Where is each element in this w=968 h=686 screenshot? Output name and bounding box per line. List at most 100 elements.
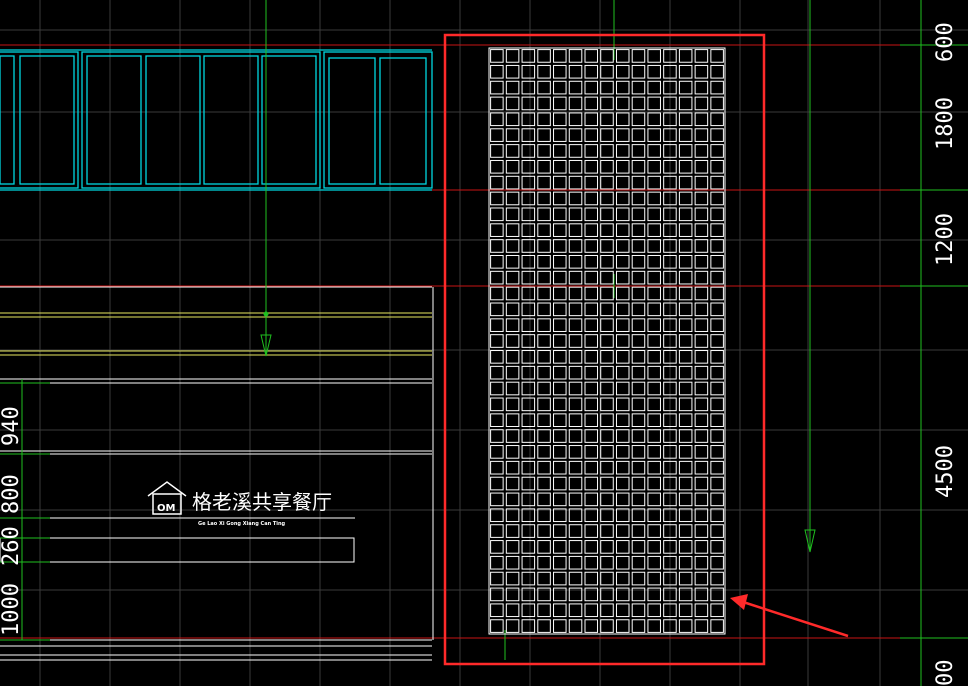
grid-cell (678, 175, 693, 190)
grid-cell (710, 350, 724, 364)
grid-cell (490, 64, 504, 79)
grid-cell (537, 223, 551, 237)
grid-cell (600, 540, 614, 554)
grid-cell (490, 619, 504, 633)
grid-cell (678, 207, 693, 222)
grid-cell (647, 350, 661, 364)
grid-cell (694, 223, 709, 237)
grid-cell (568, 239, 583, 253)
grid-cell (694, 619, 709, 633)
grid-cell (647, 587, 661, 602)
grid-cell (647, 49, 661, 63)
grid-cell (615, 223, 630, 237)
grid-cell (521, 334, 536, 348)
grid-cell (631, 270, 646, 285)
grid-cell (521, 381, 536, 396)
grid-cell (710, 445, 724, 459)
grid-cell (710, 318, 724, 332)
grid-cell (537, 555, 551, 570)
grid-cell (600, 49, 614, 63)
grid-cell (694, 445, 709, 459)
grid-cell (710, 144, 724, 158)
grid-cell (678, 445, 693, 459)
grid-cell (615, 191, 630, 206)
grid-cell (584, 223, 599, 237)
grid-cell (663, 64, 677, 79)
grid-cell (521, 144, 536, 158)
grid-cell (505, 175, 520, 190)
grid-cell (694, 555, 709, 570)
grid-cell (568, 207, 583, 222)
house-logo-icon: OM (147, 481, 187, 515)
grid-cell (678, 80, 693, 95)
grid-cell (615, 128, 630, 142)
grid-cell (521, 540, 536, 554)
grid-cell (490, 397, 504, 412)
grid-cell (553, 64, 567, 79)
grid-cell (600, 476, 614, 491)
grid-cell (537, 175, 551, 190)
grid-cell (631, 318, 646, 332)
grid-cell (505, 571, 520, 586)
grid-cell (694, 286, 709, 301)
grid-cell (505, 302, 520, 317)
grid-cell (553, 350, 567, 364)
grid-cell (615, 286, 630, 301)
grid-cell (505, 381, 520, 396)
grid-cell (568, 413, 583, 428)
grid-cell (568, 429, 583, 443)
grid-cell (678, 318, 693, 332)
grid-cell (663, 318, 677, 332)
grid-cell (537, 144, 551, 158)
yellow-band (0, 312, 432, 356)
grid-cell (663, 365, 677, 380)
grid-cell (537, 302, 551, 317)
grid-cell (505, 254, 520, 269)
grid-cell (647, 96, 661, 111)
grid-cell (600, 286, 614, 301)
grid-cell (521, 524, 536, 538)
grid-cell (678, 302, 693, 317)
grid-cell (505, 128, 520, 142)
grid-cell (537, 603, 551, 618)
grid-cell (568, 619, 583, 633)
grid-cell (505, 413, 520, 428)
grid-cell (710, 619, 724, 633)
grid-cell (553, 223, 567, 237)
grid-cell (710, 254, 724, 269)
grid-cell (537, 508, 551, 523)
dimension-260: 260 (0, 526, 24, 566)
grid-cell (490, 239, 504, 253)
grid-cell (694, 334, 709, 348)
grid-cell (678, 239, 693, 253)
grid-cell (490, 350, 504, 364)
grid-cell (553, 476, 567, 491)
grid-cell (568, 80, 583, 95)
grid-cell (678, 619, 693, 633)
grid-cell (568, 159, 583, 174)
grid-cell (490, 270, 504, 285)
grid-cell (505, 159, 520, 174)
grid-cell (631, 175, 646, 190)
grid-cell (694, 239, 709, 253)
grid-cell (694, 302, 709, 317)
grid-cell (710, 64, 724, 79)
grid-cell (631, 460, 646, 475)
grid-cell (678, 603, 693, 618)
grid-cell (678, 381, 693, 396)
grid-cell (678, 587, 693, 602)
grid-cell (694, 191, 709, 206)
grid-cell (553, 587, 567, 602)
grid-cell (710, 239, 724, 253)
grid-cell (710, 476, 724, 491)
grid-cell (537, 159, 551, 174)
grid-cell (710, 270, 724, 285)
grid-cell (505, 318, 520, 332)
grid-cell (678, 555, 693, 570)
dimension-1000: 1000 (0, 583, 24, 636)
grid-cell (678, 492, 693, 507)
grid-cell (600, 381, 614, 396)
grid-cell (568, 540, 583, 554)
grid-cell (694, 413, 709, 428)
grid-cell (647, 524, 661, 538)
